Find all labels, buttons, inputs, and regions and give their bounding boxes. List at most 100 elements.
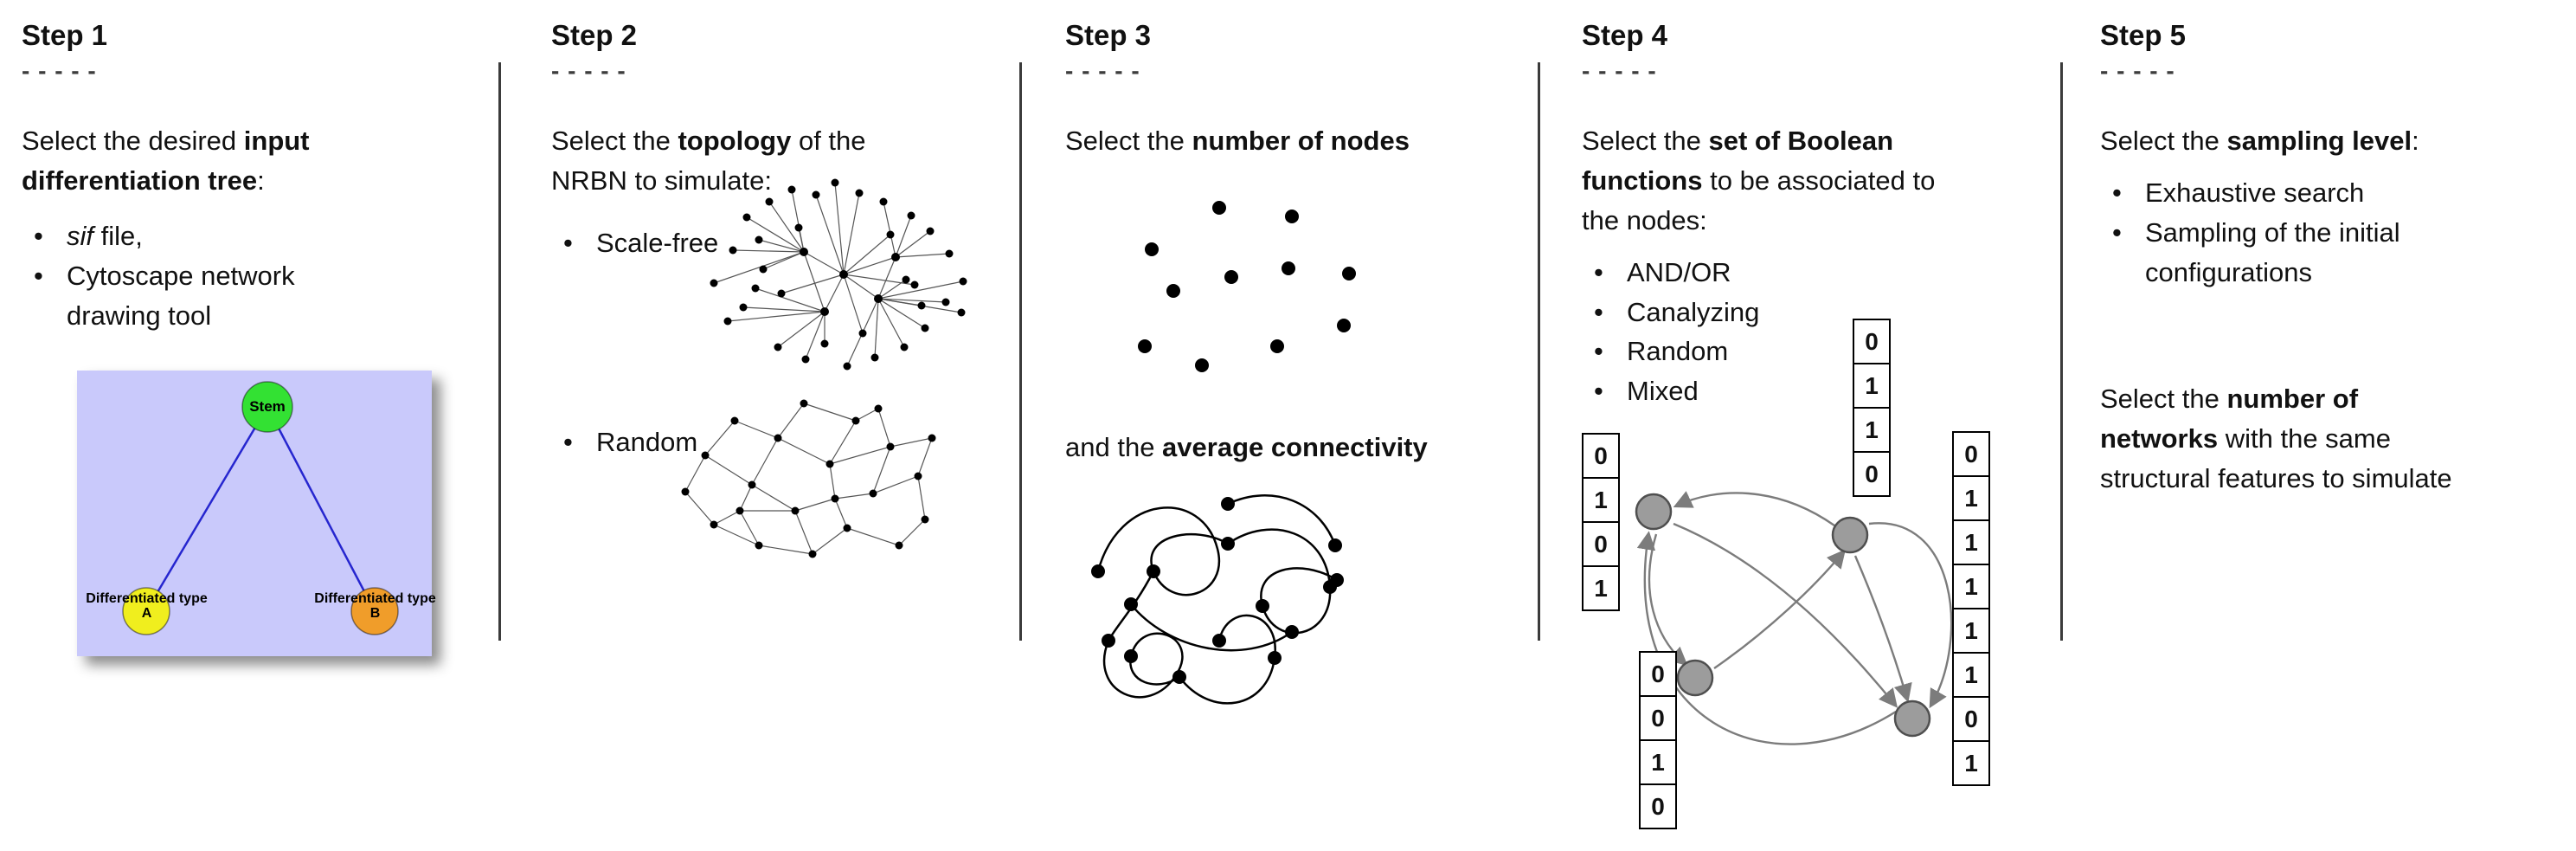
truth-table-cell: 1 bbox=[1639, 739, 1677, 785]
text-segment: Random bbox=[596, 427, 698, 457]
column-divider bbox=[498, 62, 501, 641]
text-segment: Select the bbox=[1065, 126, 1192, 156]
text-segment-bold: functions bbox=[1582, 164, 1703, 196]
bullet-sif-file: sif file, bbox=[22, 216, 342, 256]
text-segment: Select the desired bbox=[22, 126, 244, 156]
text-segment: Select the bbox=[2100, 384, 2227, 414]
scale-free-network-graphic bbox=[710, 178, 967, 371]
bullet-exhaustive-search: Exhaustive search bbox=[2100, 173, 2472, 213]
stem-node-label: Stem bbox=[249, 398, 286, 415]
type-a-node-label: Differentiated type A bbox=[86, 591, 208, 622]
truth-table-cell: 1 bbox=[1582, 477, 1620, 523]
truth-table-cell: 0 bbox=[1952, 696, 1990, 742]
truth-table-right: 0 1 1 1 1 1 0 1 bbox=[1952, 431, 1990, 786]
nodes-scatter-graphic bbox=[1138, 201, 1356, 372]
step-5-column: Step 5 - - - - - Select the sampling lev… bbox=[2100, 0, 2567, 851]
type-b-node-label: Differentiated type B bbox=[314, 591, 436, 622]
text-segment: with the same bbox=[2218, 422, 2391, 454]
text-segment: of the bbox=[791, 126, 866, 156]
step-4-column: Step 4 - - - - - Select the set of Boole… bbox=[1582, 0, 2040, 851]
step-3-dashes: - - - - - bbox=[1065, 57, 1140, 84]
truth-table-cell: 0 bbox=[1582, 433, 1620, 479]
text-segment-bold: number of bbox=[2226, 384, 2359, 414]
step-3-instruction: Select the number of nodes bbox=[1065, 121, 1532, 161]
text-segment: : bbox=[2412, 126, 2419, 156]
column-divider bbox=[1019, 62, 1022, 641]
text-segment-bold: number of nodes bbox=[1192, 126, 1410, 156]
step-3-connectivity-text: and the average connectivity bbox=[1065, 428, 1428, 467]
step-2-title: Step 2 bbox=[551, 19, 638, 51]
text-segment: Exhaustive search bbox=[2145, 177, 2365, 208]
text-segment: the nodes: bbox=[1582, 204, 1707, 235]
step-1-instruction: Select the desired input differentiation … bbox=[22, 121, 493, 201]
bullet-cytoscape: Cytoscape network drawing tool bbox=[22, 256, 342, 336]
step-4-dashes: - - - - - bbox=[1582, 57, 1657, 84]
boolean-network-graphic bbox=[1635, 491, 1953, 745]
random-network-graphic bbox=[681, 399, 936, 558]
text-segment: Select the bbox=[551, 126, 678, 156]
text-segment: Select the bbox=[2100, 126, 2227, 156]
truth-table-cell: 0 bbox=[1582, 521, 1620, 567]
step-3-column: Step 3 - - - - - Select the number of no… bbox=[1065, 0, 1532, 851]
text-segment: to be associated to bbox=[1702, 164, 1936, 196]
step-5-bullet-list: Exhaustive search Sampling of the initia… bbox=[2100, 173, 2472, 293]
bullet-scale-free: Scale-free bbox=[551, 223, 718, 263]
network-node bbox=[1831, 516, 1869, 554]
step-1-title: Step 1 bbox=[22, 19, 108, 51]
text-segment: Cytoscape network drawing tool bbox=[67, 260, 295, 331]
truth-table-cell: 1 bbox=[1952, 564, 1990, 609]
step-5-title: Step 5 bbox=[2100, 19, 2187, 51]
tree-edge bbox=[145, 406, 269, 612]
network-node bbox=[1893, 699, 1931, 738]
text-segment: Sampling of the initial configurations bbox=[2145, 216, 2400, 287]
text-segment: Mixed bbox=[1627, 376, 1699, 407]
text-segment: and the bbox=[1065, 432, 1163, 462]
step-4-bullet-list: AND/OR Canalyzing Random Mixed bbox=[1582, 253, 1945, 412]
text-segment-bold: average connectivity bbox=[1162, 432, 1428, 462]
text-segment: Random bbox=[1627, 336, 1729, 367]
text-segment: : bbox=[257, 164, 265, 196]
truth-table-cell: 0 bbox=[1639, 651, 1677, 697]
text-segment: NRBN to simulate: bbox=[551, 164, 772, 196]
network-node bbox=[1676, 659, 1714, 697]
step-5-instruction: Select the sampling level: bbox=[2100, 121, 2567, 161]
column-divider bbox=[2060, 62, 2063, 641]
stem-node bbox=[241, 381, 293, 433]
text-segment: file, bbox=[93, 220, 143, 251]
truth-table-cell: 1 bbox=[1952, 475, 1990, 521]
truth-table-cell: 1 bbox=[1853, 363, 1891, 409]
text-segment-bold: topology bbox=[678, 126, 792, 156]
truth-table-cell: 1 bbox=[1952, 519, 1990, 565]
truth-table-cell: 0 bbox=[1639, 695, 1677, 741]
truth-table-cell: 1 bbox=[1582, 565, 1620, 611]
text-segment-bold: differentiation tree bbox=[22, 164, 258, 196]
network-node bbox=[1635, 493, 1673, 531]
truth-table-cell: 0 bbox=[1853, 451, 1891, 497]
text-segment-bold: input bbox=[243, 126, 310, 156]
bullet-sampling-initial-configurations: Sampling of the initial configurations bbox=[2100, 213, 2472, 293]
truth-table-left: 0 1 0 1 bbox=[1582, 433, 1620, 611]
step-2-column: Step 2 - - - - - Select the topology of … bbox=[551, 0, 1010, 851]
step-4-title: Step 4 bbox=[1582, 19, 1668, 51]
truth-table-cell: 0 bbox=[1639, 783, 1677, 829]
bullet-random: Random bbox=[551, 422, 697, 462]
step-5-dashes: - - - - - bbox=[2100, 57, 2175, 84]
step-1-column: Step 1 - - - - - Select the desired inpu… bbox=[22, 0, 493, 851]
truth-table-cell: 1 bbox=[1952, 652, 1990, 698]
truth-table-bottom-left: 0 0 1 0 bbox=[1639, 651, 1677, 829]
text-segment-italic: sif bbox=[67, 220, 93, 251]
bullet-and-or: AND/OR bbox=[1582, 253, 1945, 293]
bullet-random: Random bbox=[1582, 332, 1945, 371]
text-segment-bold: sampling level bbox=[2226, 126, 2412, 156]
truth-table-top: 0 1 1 0 bbox=[1853, 319, 1891, 497]
differentiation-tree-graphic bbox=[122, 381, 399, 635]
text-segment-bold: set of Boolean bbox=[1708, 126, 1894, 156]
truth-table-cell: 1 bbox=[1952, 608, 1990, 654]
text-segment: Scale-free bbox=[596, 228, 719, 258]
truth-table-cell: 1 bbox=[1853, 407, 1891, 453]
step-3-title: Step 3 bbox=[1065, 19, 1152, 51]
type-b-node bbox=[350, 587, 399, 635]
step-1-dashes: - - - - - bbox=[22, 57, 97, 84]
